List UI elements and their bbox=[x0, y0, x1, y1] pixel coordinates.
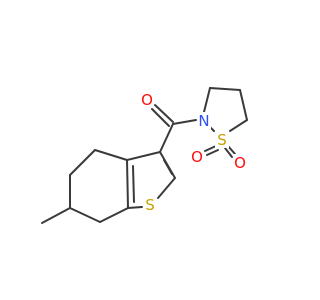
atom-label-o-sulfonyl-right: O bbox=[234, 154, 246, 172]
atom-s-sulfonyl: S bbox=[215, 131, 229, 149]
bond-s-o1-a bbox=[204, 145, 217, 152]
bond-c7a-c3a-a bbox=[126, 159, 129, 209]
bond-c4-c5 bbox=[69, 149, 96, 176]
bonds bbox=[41, 87, 248, 224]
bond-ch2-s bbox=[229, 119, 248, 132]
atom-labels: O N S O O S bbox=[140, 91, 247, 214]
atom-n-ring: N bbox=[197, 112, 211, 130]
bond-n-ch2 bbox=[203, 87, 211, 113]
bond-c3-c2-b bbox=[163, 159, 173, 175]
atom-o-sulfonyl-left: O bbox=[190, 148, 204, 166]
atom-s-thiophene: S bbox=[143, 196, 157, 214]
bond-methyl bbox=[41, 207, 71, 224]
atom-label-s-thiophene: S bbox=[145, 196, 155, 214]
molecule-diagram: O N S O O S bbox=[41, 87, 248, 224]
atom-label-o-sulfonyl-left: O bbox=[191, 148, 203, 166]
bond-s-o2-a bbox=[227, 145, 236, 155]
bond-ring-ch2-ch2b bbox=[239, 89, 248, 121]
atom-label-n: N bbox=[198, 112, 209, 130]
bond-c-n bbox=[172, 119, 197, 125]
bond-c-thiophene bbox=[159, 123, 174, 153]
atom-o-sulfonyl-right: O bbox=[233, 154, 247, 172]
bond-s-o1-b bbox=[206, 149, 219, 156]
atom-o-carbonyl: O bbox=[140, 91, 154, 109]
bond-s-o2-b bbox=[224, 147, 233, 158]
bond-c7a-c3a-b bbox=[132, 165, 135, 203]
bond-ring-ch2-ch2 bbox=[209, 87, 241, 91]
bond-c7-c7a bbox=[99, 207, 129, 223]
bond-c6-c7 bbox=[69, 207, 101, 223]
bond-c3a-c4 bbox=[94, 149, 128, 161]
bond-c2-s bbox=[157, 177, 176, 199]
bond-carbonyl-double-b bbox=[151, 108, 170, 127]
atom-label-o-carbonyl: O bbox=[141, 91, 153, 109]
bond-carbonyl-double-a bbox=[154, 104, 174, 123]
atom-label-s-sulfonyl: S bbox=[217, 131, 227, 149]
bond-c3a-c3 bbox=[126, 151, 161, 161]
bond-s-c7a bbox=[127, 206, 143, 209]
